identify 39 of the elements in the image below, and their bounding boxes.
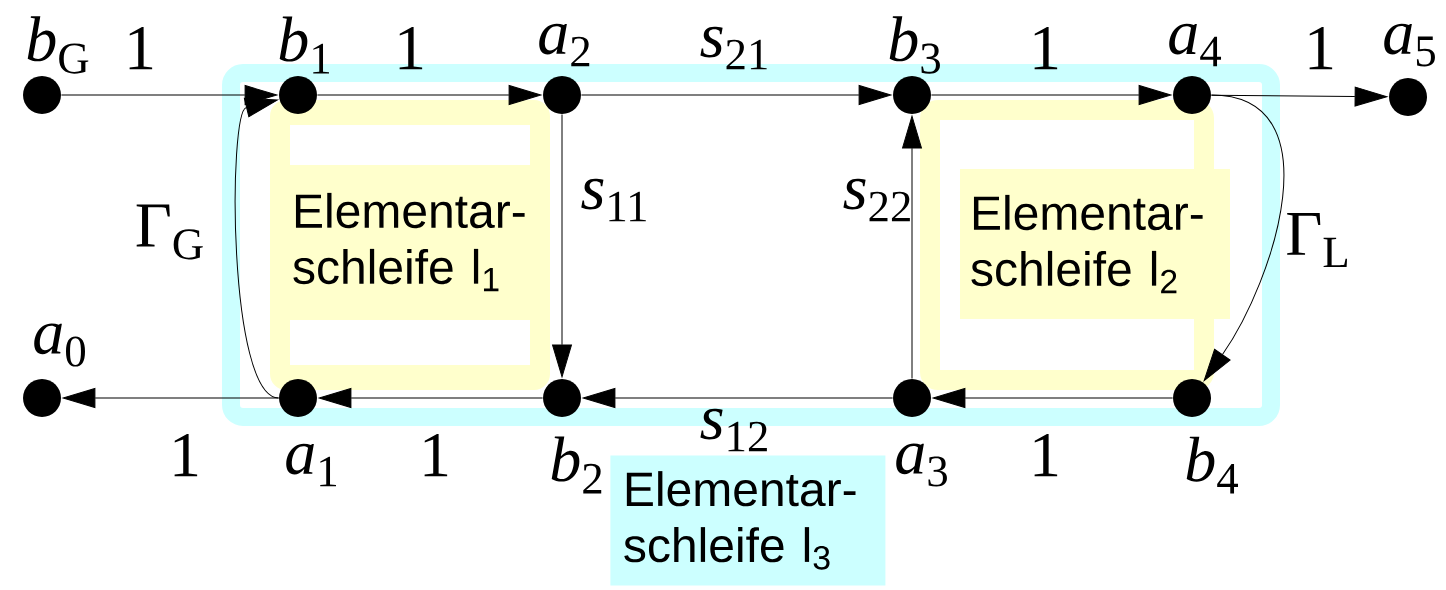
- arrow: [1203, 94, 1285, 382]
- edge-label: 1: [1034, 26, 1058, 70]
- edge-label: Γ$_{G}$: [136, 204, 203, 260]
- node-label: b$_{4}$: [1186, 436, 1238, 494]
- edge-label: 1: [129, 26, 153, 70]
- node-label: b$_{1}$: [279, 16, 329, 74]
- loop-label: Elementar- schleife l$_{3}$: [610, 455, 886, 586]
- edge-label: 1: [1034, 433, 1058, 477]
- arrow: [932, 388, 1174, 408]
- loop-box: Elementar- schleife l$_{1}$: [270, 100, 550, 390]
- node-label: b$_{2}$: [551, 436, 602, 494]
- edge-label: 1: [399, 26, 423, 70]
- arrow: [234, 97, 280, 399]
- node-label: a$_{5}$: [1384, 23, 1435, 67]
- node-label: b$_{3}$: [889, 16, 940, 74]
- node-label: a$_{2}$: [539, 23, 590, 67]
- arrow: [552, 113, 572, 378]
- arrow: [60, 85, 278, 105]
- arrow: [582, 388, 894, 408]
- arrow: [902, 115, 922, 380]
- node-label: a$_{0}$: [34, 323, 85, 367]
- edge-label: s$_{11}$: [581, 178, 646, 222]
- loop-box: Elementar- schleife l$_{2}$: [920, 100, 1230, 390]
- arrow: [580, 85, 892, 105]
- edge-label: s$_{22}$: [843, 178, 910, 222]
- node-label: a$_{3}$: [896, 443, 947, 487]
- node-label: b$_{G}$: [27, 16, 89, 74]
- edge-label: s$_{21}$: [700, 26, 767, 70]
- arrow: [930, 85, 1172, 105]
- node-label: a$_{1}$: [286, 443, 336, 487]
- edge-label: Γ$_{L}$: [1287, 212, 1347, 268]
- arrow: [316, 85, 542, 105]
- edge-label: 1: [174, 433, 198, 477]
- edge-label: s$_{12}$: [700, 408, 767, 452]
- arrow: [62, 388, 280, 408]
- arrow: [318, 388, 544, 408]
- edge-label: 1: [424, 433, 448, 477]
- node-label: a$_{4}$: [1169, 23, 1221, 67]
- edge-label: 1: [1309, 26, 1333, 70]
